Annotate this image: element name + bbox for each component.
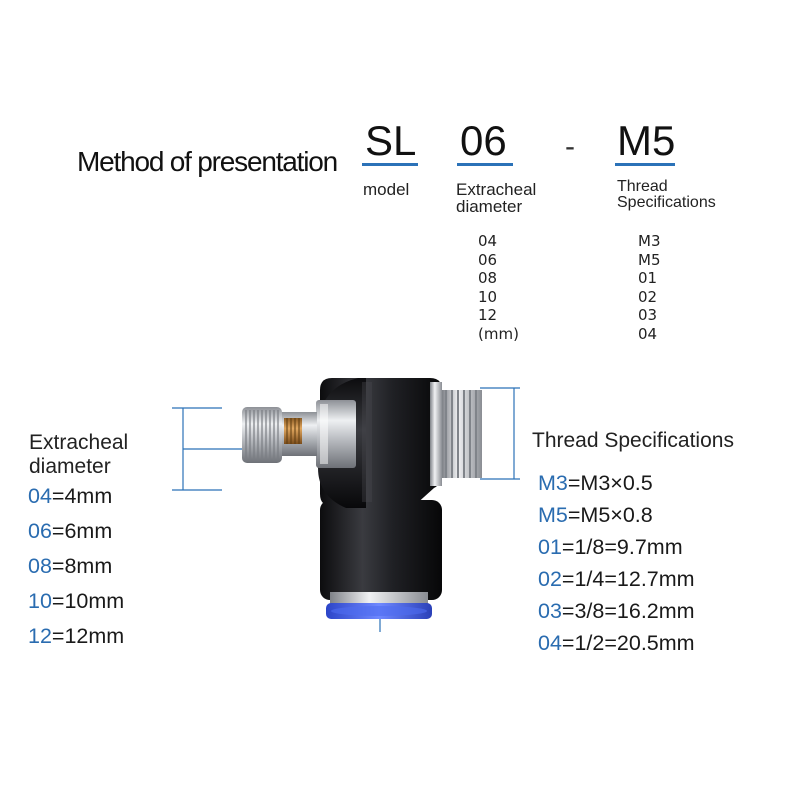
needle-stem bbox=[281, 412, 317, 456]
list-item: 12=12mm bbox=[28, 619, 124, 654]
list-item: 04=4mm bbox=[28, 479, 124, 514]
list-item: 04 bbox=[638, 324, 658, 343]
caption-diameter-line1: Extracheal bbox=[456, 180, 537, 199]
code-model-underline bbox=[362, 163, 418, 166]
list-item: 01 bbox=[638, 269, 658, 287]
legend-value: =10mm bbox=[51, 589, 125, 613]
code-model: SL bbox=[365, 117, 417, 164]
code-thread-underline bbox=[615, 163, 675, 166]
legend-value: =3/8=16.2mm bbox=[561, 599, 695, 623]
legend-code: 02 bbox=[538, 567, 562, 591]
caption-model: model bbox=[363, 180, 410, 199]
legend-value: =M3×0.5 bbox=[567, 471, 653, 495]
diameter-legend: 04=4mm 06=6mm 08=8mm 10=10mm 12=12mm bbox=[28, 479, 124, 654]
caption-diameter: Extracheal diameter bbox=[456, 181, 536, 215]
legend-value: =4mm bbox=[51, 484, 113, 508]
code-diameter-underline bbox=[457, 163, 513, 166]
legend-value: =8mm bbox=[51, 554, 113, 578]
list-item: 04 bbox=[478, 232, 498, 250]
legend-code: 06 bbox=[28, 519, 52, 543]
legend-value: =M5×0.8 bbox=[567, 503, 653, 527]
list-item: M3=M3×0.5 bbox=[538, 467, 695, 499]
list-item: 03=3/8=16.2mm bbox=[538, 595, 695, 627]
caption-thread-line2: Specifications bbox=[617, 194, 716, 211]
left-panel-heading: Extracheal diameter bbox=[29, 431, 128, 479]
list-item: 03 bbox=[638, 306, 658, 324]
list-item: M5=M5×0.8 bbox=[538, 499, 695, 531]
legend-code: M3 bbox=[538, 471, 568, 495]
legend-code: 04 bbox=[28, 484, 52, 508]
list-item: (mm) bbox=[478, 324, 519, 343]
list-item: 04=1/2=20.5mm bbox=[538, 627, 695, 659]
right-panel-heading: Thread Specifications bbox=[532, 429, 734, 452]
legend-value: =1/8=9.7mm bbox=[561, 535, 683, 559]
list-item: 02 bbox=[638, 287, 658, 306]
caption-thread-line1: Thread bbox=[617, 178, 668, 195]
legend-code: 08 bbox=[28, 554, 52, 578]
list-item: 08=8mm bbox=[28, 549, 124, 584]
list-item: 01=1/8=9.7mm bbox=[538, 531, 695, 563]
legend-code: 01 bbox=[538, 535, 562, 559]
legend-code: 04 bbox=[538, 631, 562, 655]
legend-code: 10 bbox=[28, 589, 52, 613]
code-thread: M5 bbox=[617, 117, 676, 164]
thread-options-list: M3 M5 01 02 03 04 bbox=[638, 232, 661, 343]
diameter-options-list: 04 06 08 10 12 (mm) bbox=[478, 232, 519, 343]
code-separator: - bbox=[565, 130, 575, 163]
thread-legend: M3=M3×0.5 M5=M5×0.8 01=1/8=9.7mm 02=1/4=… bbox=[538, 467, 695, 659]
legend-value: =6mm bbox=[51, 519, 113, 543]
thread-dimension-lines bbox=[480, 387, 520, 480]
code-diameter: 06 bbox=[460, 117, 507, 164]
legend-code: 03 bbox=[538, 599, 562, 623]
list-item: 10=10mm bbox=[28, 584, 124, 619]
list-item: 08 bbox=[478, 269, 498, 287]
legend-code: 12 bbox=[28, 624, 52, 648]
list-item: 10 bbox=[478, 287, 498, 306]
left-panel-heading-line1: Extracheal bbox=[29, 431, 129, 454]
page-title: Method of presentation bbox=[77, 146, 338, 177]
legend-code: M5 bbox=[538, 503, 568, 527]
list-item: 06 bbox=[478, 250, 498, 269]
caption-thread: Thread Specifications bbox=[617, 179, 716, 211]
adjuster-knob bbox=[242, 407, 282, 463]
collet-assembly bbox=[320, 500, 442, 619]
legend-value: =12mm bbox=[51, 624, 125, 648]
legend-value: =1/4=12.7mm bbox=[561, 567, 695, 591]
list-item: M5 bbox=[638, 250, 661, 269]
thread-end bbox=[430, 382, 482, 486]
list-item: 12 bbox=[478, 306, 498, 324]
list-item: M3 bbox=[638, 232, 661, 250]
legend-value: =1/2=20.5mm bbox=[561, 631, 695, 655]
list-item: 06=6mm bbox=[28, 514, 124, 549]
caption-diameter-line2: diameter bbox=[456, 197, 523, 216]
adjuster-collar bbox=[316, 400, 356, 468]
left-panel-heading-line2: diameter bbox=[29, 455, 111, 478]
list-item: 02=1/4=12.7mm bbox=[538, 563, 695, 595]
